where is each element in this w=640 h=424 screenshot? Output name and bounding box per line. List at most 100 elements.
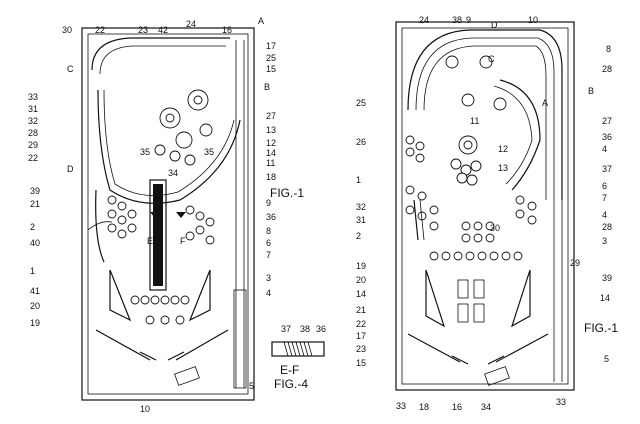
left-label-19: 19	[30, 318, 40, 328]
right-label-9: 9	[466, 15, 471, 25]
left-label-14: 14	[266, 148, 276, 158]
right-label-36: 36	[602, 132, 612, 142]
left-label-A: A	[258, 16, 264, 26]
left-label-15: 15	[266, 64, 276, 74]
left-label-2: 2	[30, 222, 35, 232]
left-label-3: 3	[266, 273, 271, 283]
left-top-arch	[91, 37, 230, 71]
left-label-22: 22	[95, 25, 105, 35]
left-label-18: 18	[266, 172, 276, 182]
left-label-20: 20	[30, 301, 40, 311]
left-slingshot-r	[188, 269, 211, 322]
left-label-11: 11	[266, 158, 275, 168]
left-label-42: 42	[158, 25, 168, 35]
right-bumpers	[445, 55, 507, 186]
left-label-39: 39	[30, 186, 40, 196]
left-top-bumpers	[154, 89, 213, 166]
right-label-21: 21	[356, 305, 366, 315]
left-label-35b: 35	[204, 147, 214, 157]
left-label-10: 10	[140, 404, 150, 414]
left-center-ramp	[149, 179, 167, 291]
left-light-inserts	[107, 195, 215, 325]
right-label-4: 4	[602, 144, 607, 154]
right-label-12: 12	[498, 144, 508, 154]
right-label-2: 2	[356, 231, 361, 241]
right-label-D: D	[491, 20, 498, 30]
right-label-27: 27	[602, 116, 612, 126]
right-label-33a: 33	[396, 401, 406, 411]
section-strip	[271, 341, 325, 357]
right-label-7: 7	[602, 193, 607, 203]
right-label-39: 39	[602, 273, 612, 283]
left-label-E: E	[147, 236, 153, 246]
right-label-18: 18	[419, 402, 429, 412]
left-label-9: 9	[266, 198, 271, 208]
left-label-17: 17	[266, 41, 276, 51]
right-label-31: 31	[356, 215, 366, 225]
right-label-26: 26	[356, 137, 366, 147]
left-label-31: 31	[28, 104, 38, 114]
fig4-label-36: 36	[316, 324, 326, 334]
right-figure-caption: FIG.-1	[584, 321, 618, 335]
left-label-41: 41	[30, 286, 40, 296]
left-label-C: C	[67, 64, 74, 74]
right-label-30: 30	[490, 223, 500, 233]
right-label-13: 13	[498, 163, 508, 173]
right-label-6: 6	[602, 181, 607, 191]
right-label-B: B	[588, 86, 594, 96]
left-label-5: 5	[249, 381, 254, 391]
left-figure-labels: 30 22 23 42 24 16 A 17 25 15 B C 33 31 3…	[28, 16, 304, 414]
left-label-28: 28	[28, 128, 38, 138]
right-label-16: 16	[452, 402, 462, 412]
right-label-4b: 4	[602, 210, 607, 220]
section-detail-figure: 37 38 36 E-F FIG.-4	[271, 324, 326, 391]
left-label-29: 29	[28, 140, 38, 150]
right-slingshot-l	[425, 269, 446, 328]
left-label-13: 13	[266, 125, 276, 135]
right-label-29: 29	[570, 258, 580, 268]
right-label-10: 10	[528, 15, 538, 25]
right-label-3: 3	[602, 236, 607, 246]
left-label-32: 32	[28, 116, 38, 126]
left-label-25: 25	[266, 53, 276, 63]
left-label-21: 21	[30, 199, 40, 209]
right-label-33b: 33	[556, 397, 566, 407]
right-figure-labels: 24 38 9 10 D 8 C 28 25 B A 27 11 26 36 1…	[356, 15, 618, 412]
right-playfield-figure	[395, 21, 575, 391]
right-label-23: 23	[356, 344, 366, 354]
left-label-23: 23	[138, 25, 148, 35]
right-label-14b: 14	[600, 293, 610, 303]
left-playfield-frame	[81, 27, 255, 401]
right-label-1: 1	[356, 175, 361, 185]
right-label-37: 37	[602, 164, 612, 174]
left-label-1: 1	[30, 266, 35, 276]
left-label-36: 36	[266, 212, 276, 222]
left-label-7: 7	[266, 250, 271, 260]
left-figure-caption: FIG.-1	[270, 186, 304, 200]
left-label-27: 27	[266, 111, 276, 121]
right-light-inserts	[405, 135, 537, 261]
right-label-28b: 28	[602, 222, 612, 232]
fig4-caption: FIG.-4	[274, 377, 308, 391]
left-slingshot-l	[109, 269, 132, 322]
right-label-22: 22	[356, 319, 366, 329]
left-label-40: 40	[30, 238, 40, 248]
right-label-32: 32	[356, 202, 366, 212]
left-label-6: 6	[266, 238, 271, 248]
fig4-label-37: 37	[281, 324, 291, 334]
right-orbit-ramp	[407, 29, 563, 200]
left-label-30: 30	[62, 25, 72, 35]
right-slingshot-r	[510, 269, 531, 328]
left-label-4: 4	[266, 288, 271, 298]
right-label-17: 17	[356, 331, 366, 341]
fig4-section-label: E-F	[280, 363, 299, 377]
left-label-24: 24	[186, 19, 196, 29]
left-label-D: D	[67, 164, 74, 174]
right-label-34: 34	[481, 402, 491, 412]
left-label-16: 16	[222, 25, 232, 35]
left-playfield-figure	[81, 27, 255, 401]
left-label-8: 8	[266, 226, 271, 236]
left-label-33: 33	[28, 92, 38, 102]
